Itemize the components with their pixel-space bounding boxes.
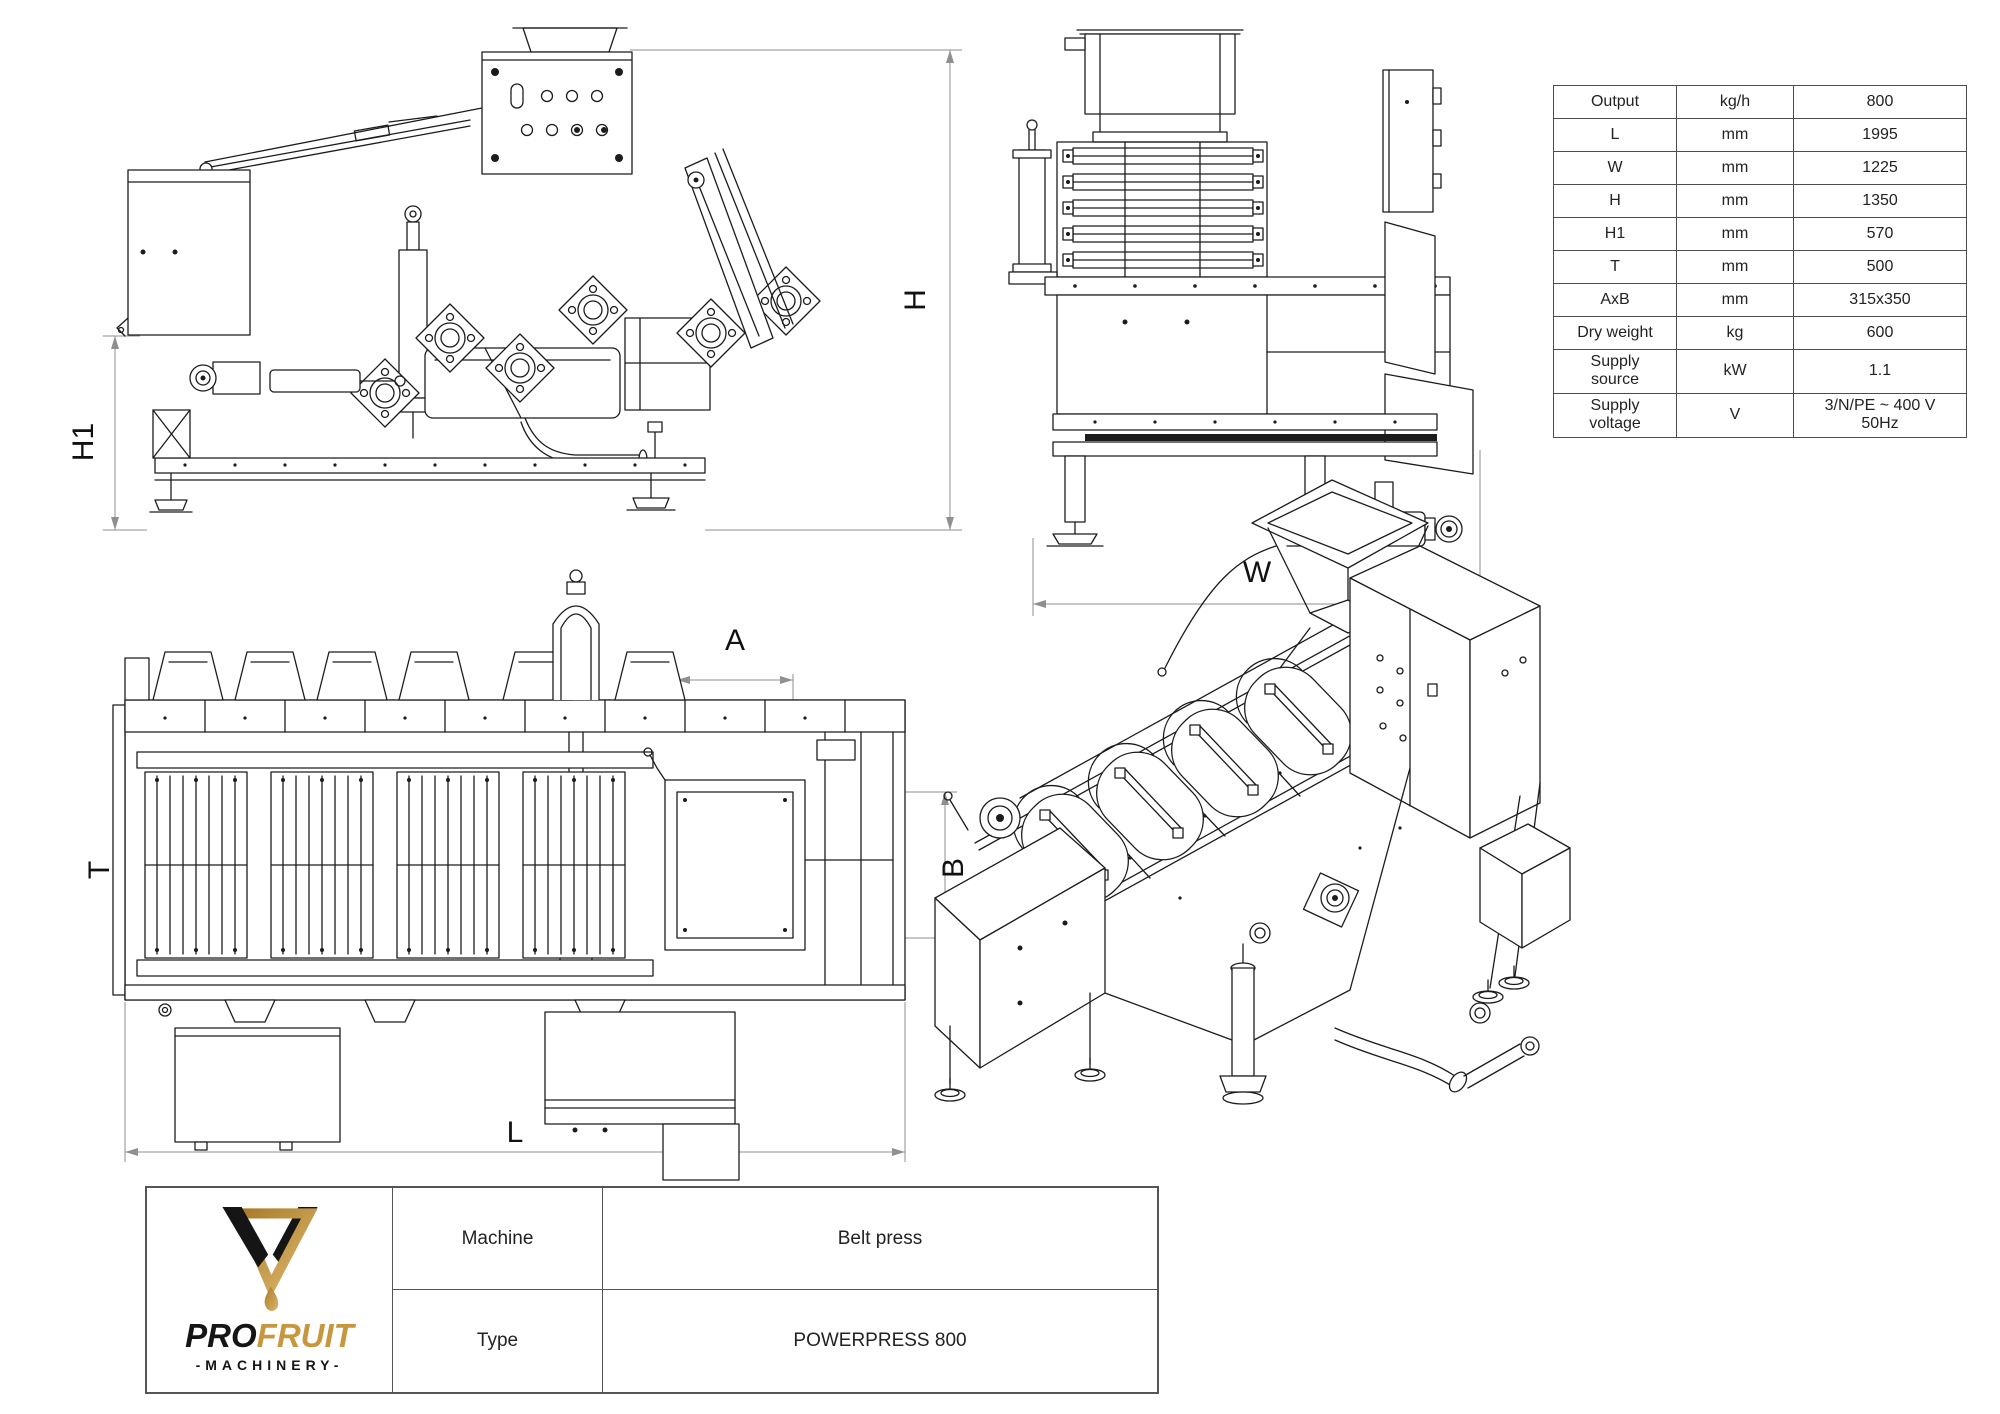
profruit-logo: PROFRUIT -MACHINERY- <box>147 1188 393 1392</box>
spec-unit: kg/h <box>1676 85 1794 119</box>
spec-unit: mm <box>1676 151 1794 185</box>
dim-label-l: L <box>507 1116 524 1149</box>
spec-param: AxB <box>1553 283 1677 317</box>
dim-label-w: W <box>1243 556 1272 589</box>
spec-value: 1350 <box>1793 184 1967 218</box>
spec-unit: mm <box>1676 250 1794 284</box>
spec-value: 570 <box>1793 217 1967 251</box>
spec-unit: mm <box>1676 184 1794 218</box>
profruit-logo-icon <box>221 1207 318 1312</box>
spec-param: H <box>1553 184 1677 218</box>
type-label: Type <box>393 1290 603 1392</box>
dim-label-t: T <box>83 861 116 879</box>
spec-value: 800 <box>1793 85 1967 119</box>
dim-label-b: B <box>937 858 970 878</box>
spec-value: 315x350 <box>1793 283 1967 317</box>
title-block: PROFRUIT -MACHINERY- Machine Belt press … <box>145 1186 1159 1394</box>
dimension-l: L <box>124 1002 906 1162</box>
type-value: POWERPRESS 800 <box>793 1330 967 1351</box>
spec-param: Supply voltage <box>1553 392 1677 438</box>
dim-label-h: H <box>899 289 932 311</box>
isometric-view-drawing <box>934 479 1571 1105</box>
side-view-drawing: H H1 <box>67 27 962 531</box>
spec-param: Output <box>1553 85 1677 119</box>
brand-subtitle: -MACHINERY- <box>195 1357 344 1373</box>
spec-value: 3/N/PE ~ 400 V 50Hz <box>1793 392 1967 438</box>
dimension-h1: H1 <box>67 335 147 531</box>
dimension-w: W <box>1032 450 1481 616</box>
spec-value: 500 <box>1793 250 1967 284</box>
front-view-drawing: W <box>1008 29 1481 616</box>
spec-value: 1.1 <box>1793 349 1967 394</box>
spec-param: T <box>1553 250 1677 284</box>
spec-param: H1 <box>1553 217 1677 251</box>
spec-unit: kW <box>1676 349 1794 394</box>
spec-param: L <box>1553 118 1677 152</box>
dim-label-h1: H1 <box>67 423 100 461</box>
spec-value: 600 <box>1793 316 1967 350</box>
spec-param: Dry weight <box>1553 316 1677 350</box>
spec-unit: mm <box>1676 217 1794 251</box>
spec-value: 1225 <box>1793 151 1967 185</box>
spec-unit: mm <box>1676 283 1794 317</box>
brand-name: PROFRUIT <box>185 1319 354 1352</box>
brand-fruit: FRUIT <box>256 1317 354 1354</box>
spec-unit: kg <box>1676 316 1794 350</box>
spec-param: W <box>1553 151 1677 185</box>
dimension-a: A <box>676 624 794 778</box>
machine-label: Machine <box>393 1188 603 1290</box>
spec-param: Supply source <box>1553 349 1677 394</box>
plan-view-drawing: A B T L <box>83 569 970 1181</box>
machine-value: Belt press <box>603 1188 1157 1290</box>
spec-value: 1995 <box>1793 118 1967 152</box>
dim-label-a: A <box>725 624 745 657</box>
spec-unit: V <box>1676 392 1794 438</box>
spec-unit: mm <box>1676 118 1794 152</box>
dimension-h: H <box>630 49 962 531</box>
brand-pro: PRO <box>185 1317 257 1354</box>
